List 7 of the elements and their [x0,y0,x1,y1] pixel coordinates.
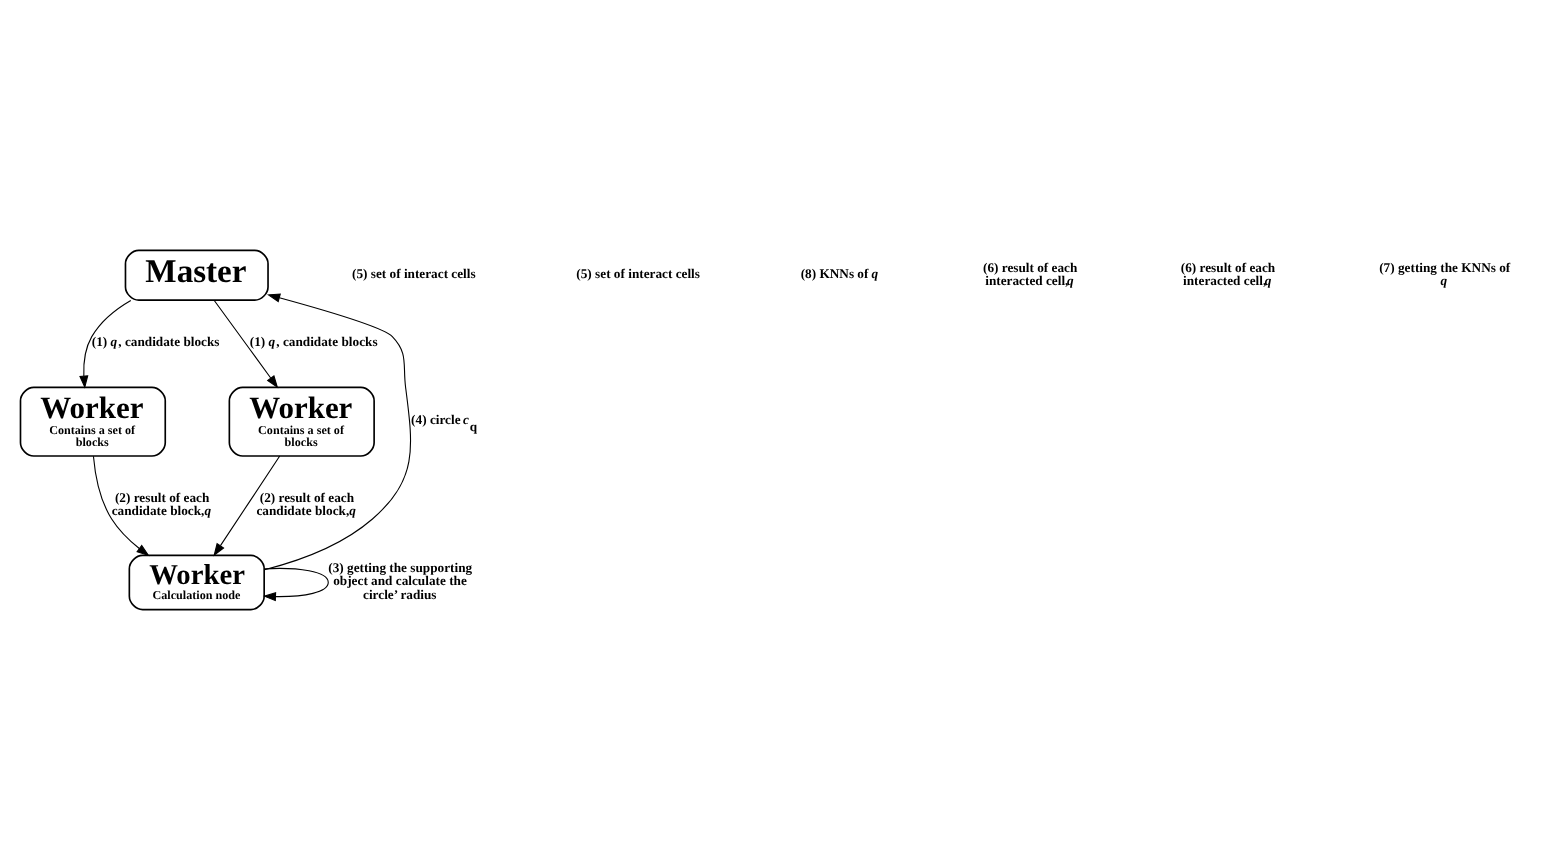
arrow [92,454,150,556]
node-box: Master [124,248,269,300]
arrow [213,454,281,556]
arrow [79,298,132,388]
arrow [262,566,329,601]
arrow [263,292,412,570]
arrow [213,298,279,388]
